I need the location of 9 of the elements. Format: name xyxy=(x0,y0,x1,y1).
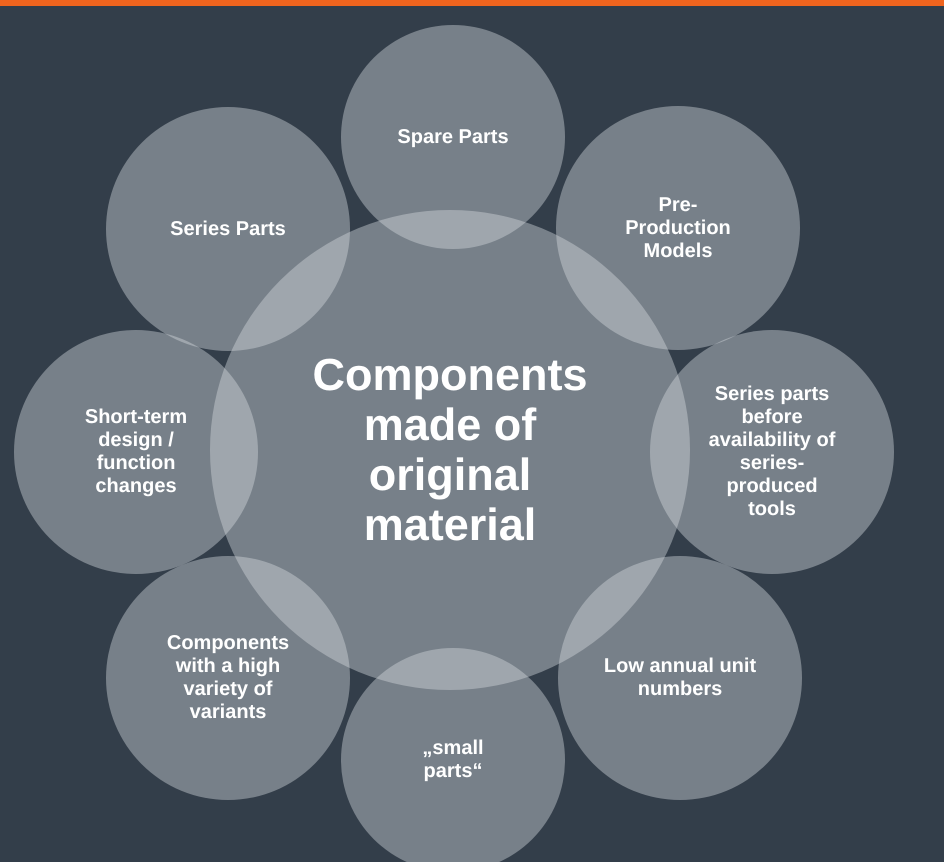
node-label: Series parts before availability of series-produced tools xyxy=(708,383,836,521)
node-label: Low annual unit numbers xyxy=(602,655,758,701)
node-label: Series Parts xyxy=(169,218,287,240)
node-label: „small parts“ xyxy=(421,737,485,783)
node-label: Pre-Production Models xyxy=(624,194,732,262)
node-label: Spare Parts xyxy=(396,126,510,148)
node-label: Short-term design / function changes xyxy=(84,406,188,498)
central-title: Components made of original material xyxy=(312,350,588,550)
node-label: Components with a high variety of variants xyxy=(166,632,290,724)
